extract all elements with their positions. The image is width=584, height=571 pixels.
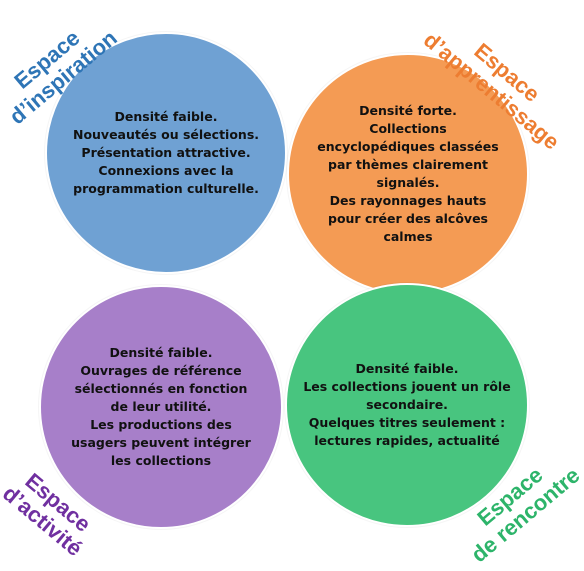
rencontre-line: Les collections jouent un rôle xyxy=(303,379,511,394)
activite-circle: Densité faible. Ouvrages de référence sé… xyxy=(39,285,283,529)
inspiration-line: programmation culturelle. xyxy=(73,181,259,196)
apprentissage-line: signalés. xyxy=(376,175,440,190)
activite-line: sélectionnés en fonction xyxy=(74,381,248,396)
activite-line: Ouvrages de référence xyxy=(80,363,242,378)
activite-line: Densité faible. xyxy=(109,345,213,360)
apprentissage-circle: Densité forte. Collections encyclopédiqu… xyxy=(287,53,529,295)
activite-line: Les productions des xyxy=(90,417,232,432)
rencontre-line: lectures rapides, actualité xyxy=(314,433,500,448)
activite-line: les collections xyxy=(110,453,212,468)
inspiration-line: Connexions avec la xyxy=(98,163,234,178)
apprentissage-line: Des rayonnages hauts xyxy=(329,193,487,208)
activite-line: de leur utilité. xyxy=(110,399,212,414)
rencontre-line: secondaire. xyxy=(366,397,448,412)
apprentissage-line: par thèmes clairement xyxy=(328,157,488,172)
apprentissage-line: calmes xyxy=(383,229,433,244)
rencontre-line: Quelques titres seulement : xyxy=(308,415,506,430)
inspiration-line: Densité faible. xyxy=(114,109,218,124)
apprentissage-line: Collections xyxy=(369,121,447,136)
apprentissage-line: Densité forte. xyxy=(359,103,457,118)
activite-line: usagers peuvent intégrer xyxy=(71,435,251,450)
rencontre-line: Densité faible. xyxy=(355,361,459,376)
inspiration-line: Nouveautés ou sélections. xyxy=(72,127,260,142)
apprentissage-line: encyclopédiques classées xyxy=(317,139,499,154)
inspiration-circle: Densité faible. Nouveautés ou sélections… xyxy=(45,32,287,274)
inspiration-line: Présentation attractive. xyxy=(81,145,251,160)
apprentissage-line: pour créer des alcôves xyxy=(328,211,488,226)
rencontre-circle: Densité faible. Les collections jouent u… xyxy=(285,283,529,527)
